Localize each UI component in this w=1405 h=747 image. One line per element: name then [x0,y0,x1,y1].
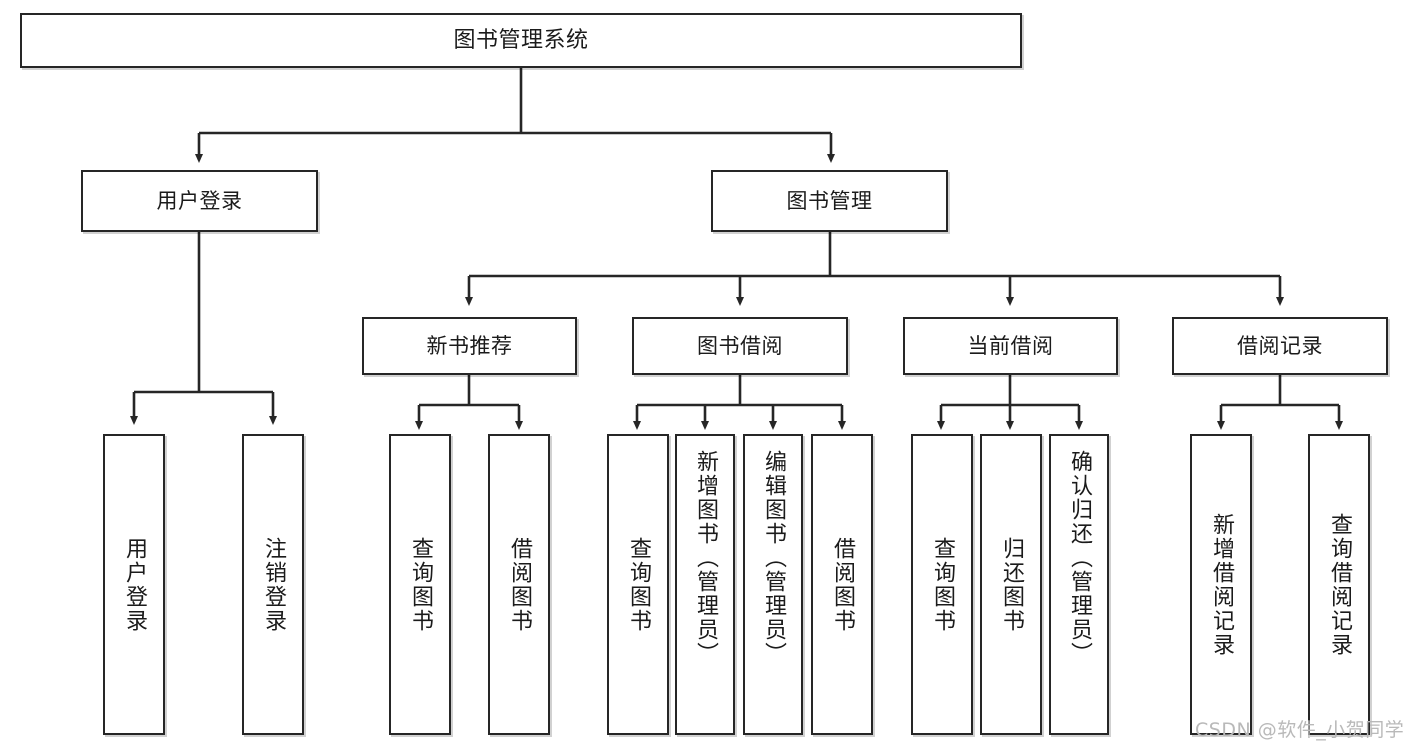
node-book-borrow[interactable]: 图书借阅 [632,317,848,375]
node-leaf-edit-book-label: 编辑图书（管理员） [760,450,786,666]
node-new-book-rec[interactable]: 新书推荐 [362,317,577,375]
node-leaf-user-login[interactable]: 用户登录 [103,434,165,735]
node-leaf-query-book-2-label: 查询图书 [625,536,651,633]
node-leaf-logout[interactable]: 注销登录 [242,434,304,735]
node-leaf-confirm-return[interactable]: 确认归还（管理员） [1049,434,1109,735]
node-leaf-query-book-3-label: 查询图书 [929,536,955,633]
node-leaf-borrow-book-1-label: 借阅图书 [506,536,532,633]
node-current-borrow[interactable]: 当前借阅 [903,317,1118,375]
node-new-book-rec-label: 新书推荐 [426,333,513,358]
node-borrow-record-label: 借阅记录 [1237,333,1323,358]
node-book-borrow-label: 图书借阅 [697,333,783,358]
node-leaf-query-book-2[interactable]: 查询图书 [607,434,669,735]
node-leaf-query-book-1-label: 查询图书 [407,536,433,633]
node-leaf-add-book-label: 新增图书（管理员） [692,450,718,666]
node-leaf-query-book-1[interactable]: 查询图书 [389,434,451,735]
node-root[interactable]: 图书管理系统 [20,13,1022,68]
node-leaf-edit-book[interactable]: 编辑图书（管理员） [743,434,803,735]
node-current-borrow-label: 当前借阅 [967,333,1054,358]
node-leaf-add-record[interactable]: 新增借阅记录 [1190,434,1252,735]
node-leaf-logout-label: 注销登录 [260,536,286,633]
node-book-manage[interactable]: 图书管理 [711,170,948,232]
node-leaf-borrow-book-2-label: 借阅图书 [829,536,855,633]
node-leaf-query-record[interactable]: 查询借阅记录 [1308,434,1370,735]
node-leaf-return-book-label: 归还图书 [998,536,1024,633]
node-book-manage-label: 图书管理 [786,188,873,213]
node-leaf-query-record-label: 查询借阅记录 [1326,512,1352,657]
node-leaf-confirm-return-label: 确认归还（管理员） [1066,450,1092,666]
node-user-login-label: 用户登录 [156,188,243,213]
node-leaf-user-login-label: 用户登录 [121,536,147,633]
node-leaf-add-record-label: 新增借阅记录 [1208,512,1234,657]
node-leaf-borrow-book-1[interactable]: 借阅图书 [488,434,550,735]
node-borrow-record[interactable]: 借阅记录 [1172,317,1388,375]
node-leaf-borrow-book-2[interactable]: 借阅图书 [811,434,873,735]
watermark-text: CSDN @软件_小贺同学 [1195,719,1405,741]
node-root-label: 图书管理系统 [453,27,589,53]
node-leaf-add-book[interactable]: 新增图书（管理员） [675,434,735,735]
node-user-login[interactable]: 用户登录 [81,170,318,232]
node-leaf-query-book-3[interactable]: 查询图书 [911,434,973,735]
node-leaf-return-book[interactable]: 归还图书 [980,434,1042,735]
